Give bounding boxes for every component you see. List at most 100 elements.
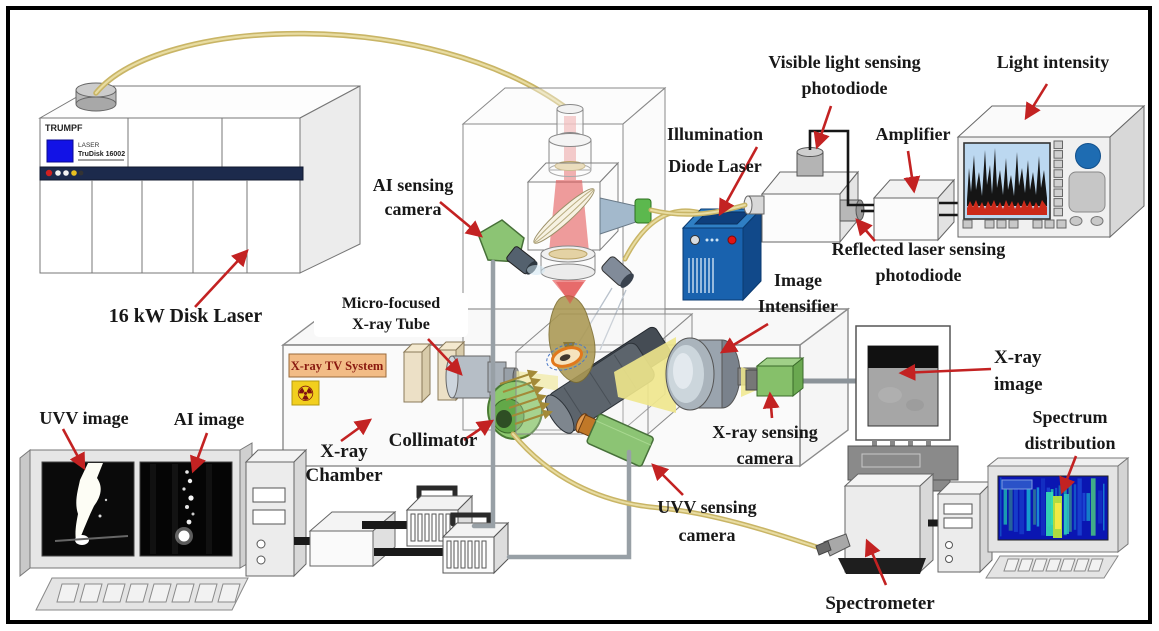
spectrometer-base bbox=[838, 558, 926, 574]
status-bar bbox=[39, 166, 304, 181]
xray-beam-cone bbox=[614, 337, 676, 413]
scope-button bbox=[1032, 219, 1043, 229]
uvv-spark bbox=[104, 498, 108, 502]
monitor-side-left bbox=[19, 448, 31, 578]
amp-front bbox=[873, 197, 939, 241]
spectrum-stripe bbox=[1082, 492, 1086, 521]
xray-image-label: X-ray image bbox=[994, 347, 1043, 395]
arrow-amplifier bbox=[903, 150, 921, 194]
keyboard-key bbox=[148, 583, 172, 603]
xray-direction-arrows bbox=[499, 369, 553, 425]
disk-laser-front bbox=[39, 117, 301, 274]
spectrum-label: Spectrum distribution bbox=[1024, 407, 1116, 454]
collimator-label: Collimator bbox=[388, 430, 478, 451]
xray-direction-arrow bbox=[502, 377, 541, 393]
spectrum-stripe bbox=[1008, 483, 1013, 531]
ai-camera-label: AI sensing camera bbox=[372, 175, 454, 219]
arrow-xray-chamber bbox=[340, 418, 373, 443]
collimator-hole bbox=[496, 410, 512, 428]
fiber-disk-to-head bbox=[93, 30, 572, 113]
lens-glass bbox=[554, 161, 586, 171]
disk-laser-cabinet: TRUMPF LASER TruDisk 16002 bbox=[38, 82, 361, 274]
vent-slot bbox=[410, 513, 416, 542]
scope-button bbox=[1053, 140, 1063, 150]
scope-button bbox=[1053, 188, 1063, 198]
spectrum-stripe bbox=[1090, 478, 1096, 536]
scope-pad bbox=[1068, 171, 1106, 213]
radiation-glyph: ☢ bbox=[296, 382, 315, 406]
light-intensity-label: Light intensity bbox=[996, 52, 1110, 72]
plate-front bbox=[403, 351, 423, 403]
spectrum-stripe bbox=[1019, 479, 1025, 535]
ai-spot bbox=[185, 505, 189, 509]
arrow-xray-camera bbox=[762, 391, 780, 419]
fiber-inner bbox=[94, 32, 571, 112]
keyboard-keys bbox=[56, 583, 241, 603]
collimator-cap bbox=[556, 104, 584, 114]
scope-button bbox=[1053, 198, 1063, 207]
camera-front bbox=[756, 365, 794, 397]
controller-handle bbox=[416, 485, 458, 500]
keyboard-key bbox=[1045, 558, 1062, 572]
base-slot bbox=[861, 453, 921, 468]
controller-vents bbox=[446, 540, 487, 569]
vent-slot bbox=[474, 540, 480, 569]
fiber-connector-green bbox=[634, 198, 652, 224]
ai-spot bbox=[182, 487, 186, 491]
vent-slot bbox=[446, 540, 452, 569]
disk-laser-side bbox=[299, 85, 361, 274]
pc-tower-right bbox=[936, 480, 994, 574]
model-text-2: TruDisk 16002 bbox=[78, 151, 125, 158]
model-text-1: LASER bbox=[78, 142, 100, 149]
arrow-spectrum bbox=[1059, 455, 1078, 495]
screen-speckle bbox=[906, 399, 924, 411]
laser-beam-tip bbox=[556, 282, 584, 304]
keyboard-key bbox=[1073, 558, 1090, 572]
arrow-illumination bbox=[718, 146, 759, 217]
camera-lens bbox=[745, 369, 758, 391]
image-intensifier-device bbox=[665, 337, 758, 411]
uvv-camera-label: UVV sensing camera bbox=[657, 497, 757, 545]
controller-handle bbox=[450, 512, 492, 527]
ai-spot bbox=[185, 470, 189, 474]
indicator-red bbox=[45, 169, 53, 177]
diode-dot bbox=[710, 238, 714, 242]
spectrum-bright bbox=[1064, 494, 1069, 534]
ai-spot bbox=[186, 519, 192, 525]
keyboard-key bbox=[1031, 558, 1048, 572]
radiation-warning-icon: ☢ bbox=[291, 380, 320, 406]
uvv-body-line bbox=[595, 420, 652, 446]
keyhole bbox=[559, 354, 571, 361]
illum-fiber-core bbox=[624, 209, 702, 260]
diode-dot bbox=[705, 238, 709, 242]
brand-text: TRUMPF bbox=[45, 123, 83, 133]
uvv-image-label: UVV image bbox=[39, 408, 129, 428]
spectrum-stripe bbox=[1033, 489, 1036, 525]
ai-image-label: AI image bbox=[173, 409, 245, 429]
keyboard-key bbox=[1087, 558, 1104, 572]
ai-blob bbox=[178, 530, 190, 542]
indicator-white bbox=[55, 170, 61, 176]
arrow-spectrometer bbox=[864, 538, 888, 586]
illumination-label: Illumination Diode Laser bbox=[666, 124, 764, 177]
vent-slot bbox=[424, 513, 430, 542]
pc-button bbox=[945, 541, 953, 549]
scope-button bbox=[1008, 219, 1019, 229]
pc-drive-bay bbox=[252, 487, 286, 503]
intensifier-highlight bbox=[673, 353, 693, 389]
xray-direction-arrow bbox=[514, 409, 553, 425]
screen-dark-band bbox=[868, 346, 938, 368]
spectrum-stripe bbox=[1077, 478, 1082, 536]
screen-caption-chip bbox=[1001, 479, 1033, 490]
vent-slot bbox=[431, 513, 437, 542]
spectrum-stripe bbox=[1000, 477, 1002, 537]
pd-front bbox=[761, 193, 841, 243]
keyboard-key bbox=[1017, 558, 1034, 572]
keyboard-key bbox=[102, 583, 126, 603]
uvv-plume bbox=[75, 463, 103, 544]
uvv-spark bbox=[98, 514, 102, 518]
spectrometer-fiber-core bbox=[512, 433, 824, 550]
scope-button bbox=[996, 219, 1007, 229]
